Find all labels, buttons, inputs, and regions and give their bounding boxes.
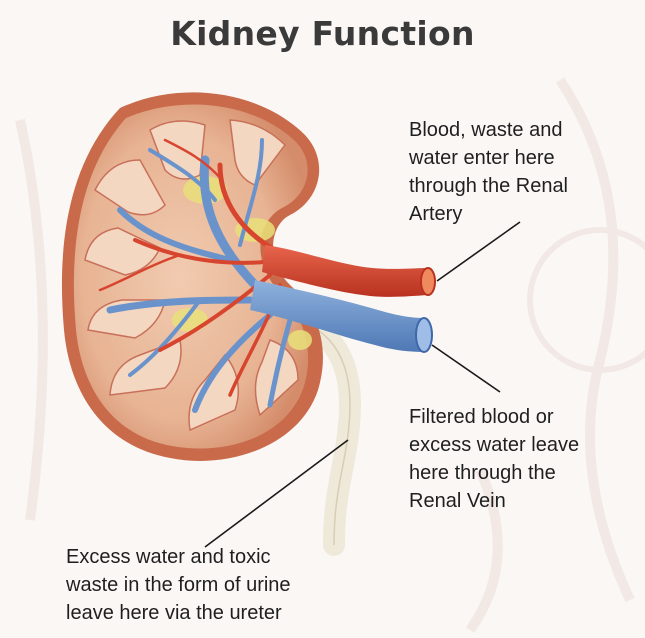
- vein-leader-line: [432, 345, 500, 392]
- label-line: Artery: [409, 200, 568, 228]
- label-line: here through the: [409, 459, 579, 487]
- label-line: leave here via the ureter: [66, 599, 291, 627]
- renal-vein-label: Filtered blood or excess water leave her…: [409, 403, 579, 515]
- label-line: Filtered blood or: [409, 403, 579, 431]
- label-line: water enter here: [409, 144, 568, 172]
- label-line: Renal Vein: [409, 487, 579, 515]
- ureter-label: Excess water and toxic waste in the form…: [66, 543, 291, 627]
- renal-artery-label: Blood, waste and water enter here throug…: [409, 116, 568, 228]
- label-line: through the Renal: [409, 172, 568, 200]
- diagram-title: Kidney Function: [0, 14, 645, 53]
- label-line: Excess water and toxic: [66, 543, 291, 571]
- label-line: Blood, waste and: [409, 116, 568, 144]
- label-line: waste in the form of urine: [66, 571, 291, 599]
- label-line: excess water leave: [409, 431, 579, 459]
- artery-leader-line: [437, 222, 520, 281]
